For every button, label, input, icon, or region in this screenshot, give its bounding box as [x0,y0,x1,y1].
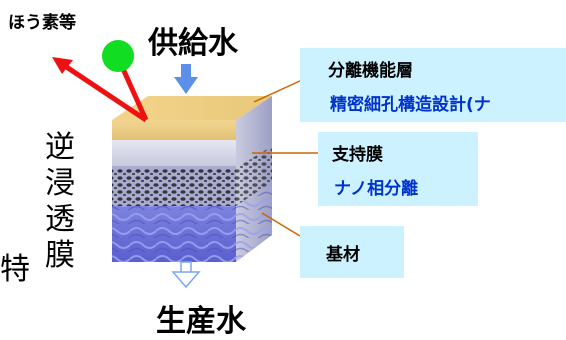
membrane-block [112,96,272,262]
substrate-waves [112,206,236,262]
separation-layer-title: 分離機能層 [328,61,413,81]
leader-line-substrate [261,212,301,237]
callout-support-membrane: 支持膜 ナノ相分離 [318,132,478,206]
cut-left-char: 特 [0,252,30,287]
boron-label: ほう素等 [8,13,76,33]
callout-substrate: 基材 [300,226,404,278]
reverse-osmosis-membrane-label: 逆 浸 透 膜 [40,130,80,274]
right-face-porous [236,146,272,206]
support-membrane-title: 支持膜 [332,145,383,165]
top-cut-text: ・・・ ・・・・・・ ・・・・ [316,0,507,6]
membrane-top-face [112,96,272,120]
right-face-substrate [236,182,272,262]
separation-layer-subtitle: 精密細孔構造設計(ナ [330,95,491,115]
feed-water-label: 供給水 [148,26,238,61]
rejection-arrow-icon [52,57,149,123]
substrate-title: 基材 [326,245,360,265]
callout-separation-layer: 分離機能層 精密細孔構造設計(ナ [300,48,566,122]
vertical-char: 浸 [45,166,75,201]
porous-dots [112,168,236,206]
product-water-label: 生産水 [156,304,246,339]
vertical-char: 透 [45,202,75,237]
vertical-char: 膜 [45,238,75,273]
support-membrane-subtitle: ナノ相分離 [334,179,419,199]
separation-layer-front [112,120,236,140]
product-arrow-icon [171,261,201,289]
feed-arrow-icon [174,64,198,94]
leader-line-separation [253,79,303,103]
vertical-char: 逆 [45,130,75,165]
green-ball-icon [102,40,134,72]
